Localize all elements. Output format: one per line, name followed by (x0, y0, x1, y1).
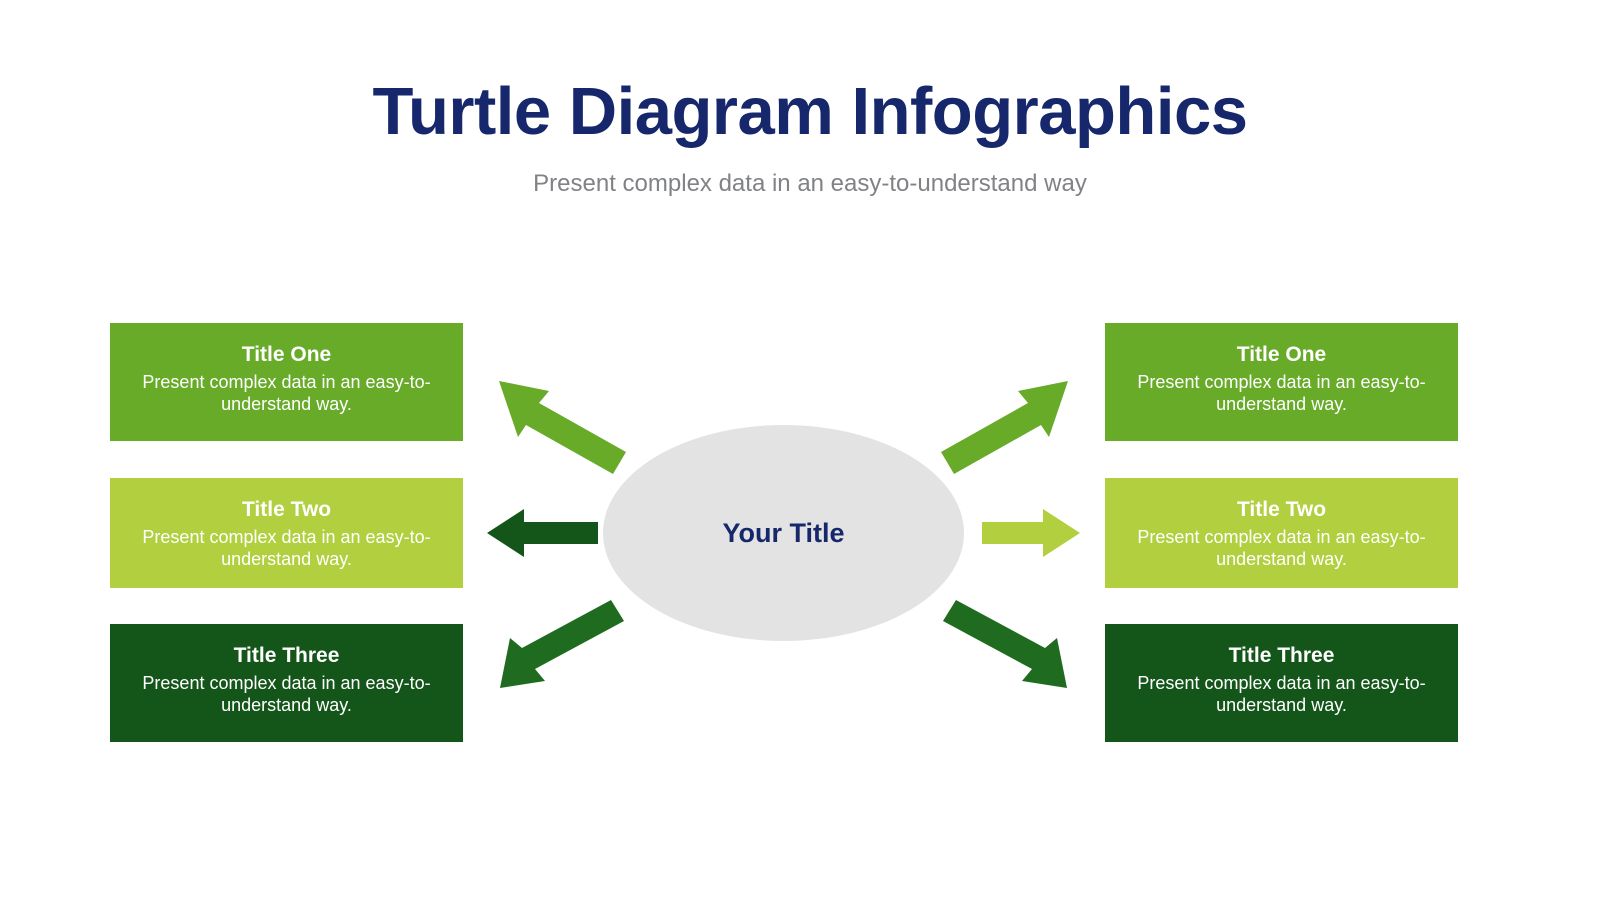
right-box-2[interactable]: Title Two Present complex data in an eas… (1105, 478, 1458, 588)
left-box-2-desc: Present complex data in an easy-to-under… (142, 527, 431, 570)
right-box-1-title: Title One (1236, 343, 1327, 366)
arrow-up-left-icon (499, 381, 626, 474)
page-title: Turtle Diagram Infographics (372, 74, 1248, 149)
left-box-3-desc: Present complex data in an easy-to-under… (142, 673, 431, 716)
arrow-down-right-icon (943, 600, 1067, 688)
arrow-up-right-icon (941, 381, 1068, 474)
right-box-1[interactable]: Title One Present complex data in an eas… (1105, 323, 1458, 441)
right-box-3-desc: Present complex data in an easy-to-under… (1137, 673, 1426, 716)
right-box-3-title: Title Three (1228, 644, 1335, 667)
left-box-1-desc: Present complex data in an easy-to-under… (142, 372, 431, 415)
right-box-2-title: Title Two (1236, 498, 1327, 521)
center-ellipse[interactable]: Your Title (603, 425, 964, 641)
left-box-1-title: Title One (241, 343, 332, 366)
arrow-down-left-icon (500, 600, 624, 688)
arrow-left-icon (487, 509, 598, 557)
center-ellipse-label: Your Title (722, 517, 845, 548)
arrow-right-icon (982, 509, 1080, 557)
left-box-2[interactable]: Title Two Present complex data in an eas… (110, 478, 463, 588)
page-subtitle: Present complex data in an easy-to-under… (533, 170, 1087, 197)
right-box-2-desc: Present complex data in an easy-to-under… (1137, 527, 1426, 570)
header: Turtle Diagram Infographics Present comp… (0, 78, 1620, 197)
left-box-3[interactable]: Title Three Present complex data in an e… (110, 624, 463, 742)
left-box-1[interactable]: Title One Present complex data in an eas… (110, 323, 463, 441)
right-box-1-desc: Present complex data in an easy-to-under… (1137, 372, 1426, 415)
left-box-3-title: Title Three (233, 644, 340, 667)
left-box-2-title: Title Two (241, 498, 332, 521)
right-box-3[interactable]: Title Three Present complex data in an e… (1105, 624, 1458, 742)
